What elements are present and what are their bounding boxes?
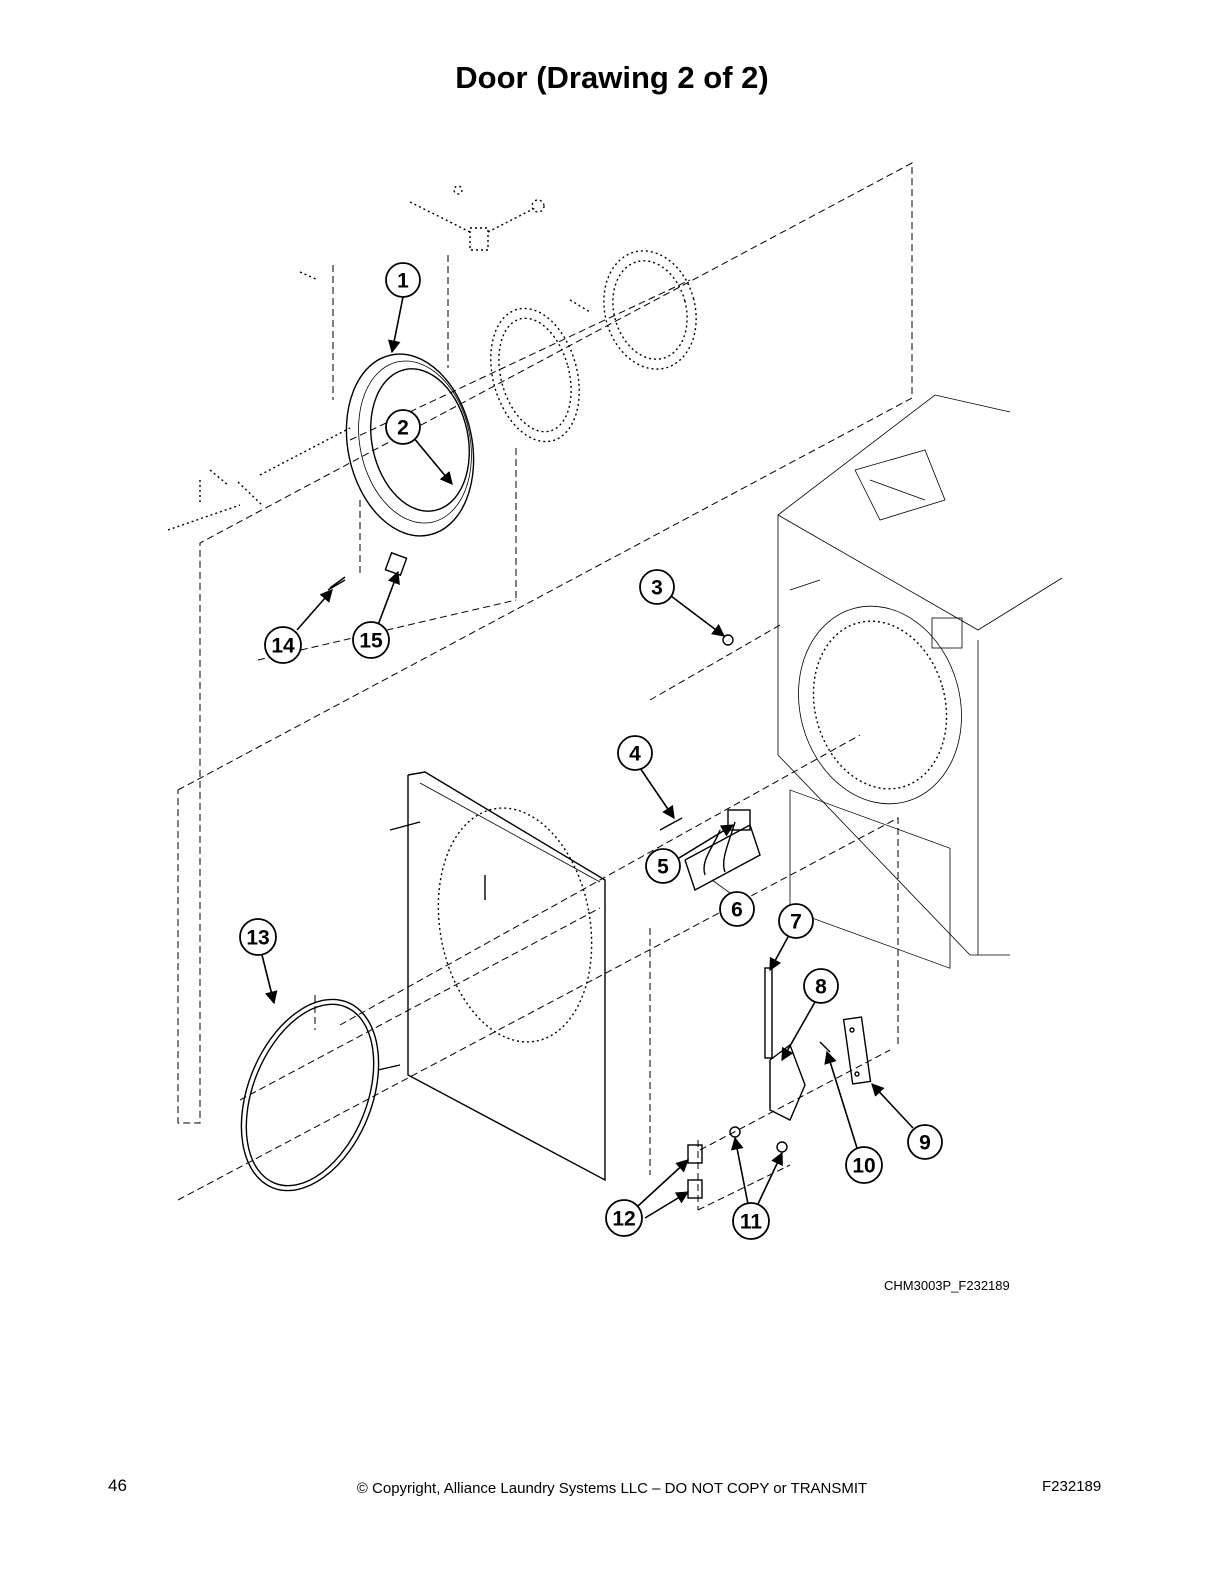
leader-lines bbox=[261, 296, 914, 1219]
leader-13 bbox=[261, 954, 278, 1005]
svg-text:5: 5 bbox=[657, 856, 669, 879]
leader-2 bbox=[412, 436, 453, 485]
callout-15: 15 bbox=[352, 621, 390, 659]
hinge-hardware bbox=[299, 185, 591, 313]
callout-3: 3 bbox=[639, 569, 675, 605]
callout-10: 10 bbox=[845, 1146, 883, 1184]
svg-text:4: 4 bbox=[629, 743, 641, 766]
latch-hardware bbox=[167, 427, 408, 589]
svg-text:11: 11 bbox=[740, 1211, 763, 1234]
callout-14: 14 bbox=[264, 626, 302, 664]
leader-11a bbox=[730, 1136, 749, 1205]
leader-4 bbox=[639, 767, 675, 820]
svg-text:14: 14 bbox=[271, 635, 295, 658]
svg-text:7: 7 bbox=[790, 911, 802, 934]
callout-8: 8 bbox=[803, 968, 839, 1004]
callout-7: 7 bbox=[778, 903, 814, 939]
door-ring-part bbox=[345, 353, 475, 537]
svg-text:9: 9 bbox=[919, 1132, 931, 1155]
front-panel-part bbox=[377, 771, 606, 1182]
leader-6 bbox=[711, 879, 731, 894]
callout-12: 12 bbox=[605, 1199, 643, 1237]
latch-bracket-part bbox=[687, 967, 872, 1211]
callout-6: 6 bbox=[719, 891, 755, 927]
leader-15 bbox=[377, 570, 400, 626]
svg-text:6: 6 bbox=[731, 899, 743, 922]
screw-parts bbox=[327, 579, 734, 646]
svg-text:10: 10 bbox=[852, 1155, 875, 1178]
callout-13: 13 bbox=[239, 918, 277, 956]
leader-3 bbox=[670, 595, 726, 637]
leader-12a bbox=[637, 1159, 689, 1207]
seal-ring-part bbox=[240, 998, 380, 1192]
svg-text:1: 1 bbox=[397, 270, 409, 293]
leader-12b bbox=[644, 1191, 690, 1219]
leader-7 bbox=[769, 936, 789, 972]
document-code: F232189 bbox=[1042, 1478, 1102, 1495]
callout-9: 9 bbox=[907, 1124, 943, 1160]
leader-5 bbox=[678, 824, 735, 859]
page-number: 46 bbox=[108, 1476, 127, 1495]
leader-10 bbox=[824, 1050, 858, 1149]
leader-1 bbox=[387, 296, 404, 354]
svg-text:12: 12 bbox=[612, 1208, 635, 1231]
machine-cabinet bbox=[777, 394, 1063, 969]
copyright-notice: © Copyright, Alliance Laundry Systems LL… bbox=[356, 1480, 868, 1497]
leader-8 bbox=[781, 1001, 816, 1062]
svg-text:15: 15 bbox=[359, 630, 383, 653]
leader-9 bbox=[871, 1083, 914, 1129]
page-title: Door (Drawing 2 of 2) bbox=[455, 60, 769, 95]
callout-11: 11 bbox=[732, 1202, 770, 1240]
callout-4: 4 bbox=[617, 735, 653, 771]
callout-1: 1 bbox=[385, 262, 421, 298]
svg-text:13: 13 bbox=[246, 927, 269, 950]
assembly-outline bbox=[177, 162, 913, 1201]
svg-text:2: 2 bbox=[397, 417, 409, 440]
svg-text:8: 8 bbox=[815, 976, 827, 999]
callout-5: 5 bbox=[645, 848, 681, 884]
callout-2: 2 bbox=[385, 409, 421, 445]
leader-11b bbox=[757, 1151, 783, 1205]
drawing-code: CHM3003P_F232189 bbox=[884, 1278, 1010, 1293]
door-glass-part bbox=[490, 250, 697, 443]
svg-text:3: 3 bbox=[651, 577, 663, 600]
leader-14 bbox=[296, 589, 333, 631]
